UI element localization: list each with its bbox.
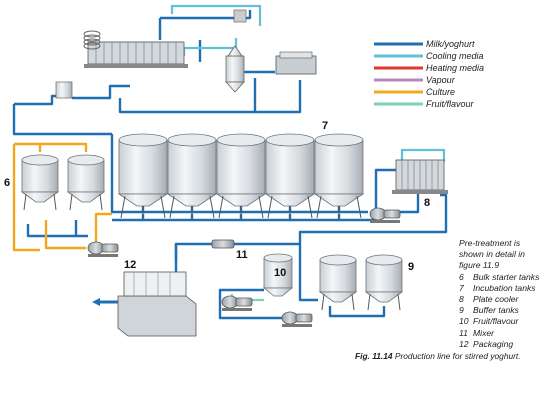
- mixer: [212, 240, 234, 248]
- note-intro-line-2: shown in detail in: [459, 249, 555, 260]
- equipment-key: Pre-treatment is shown in detail in figu…: [459, 238, 555, 350]
- key-number: 6: [459, 272, 473, 283]
- label-12: 12: [124, 259, 136, 271]
- key-label: Bulk starter tanks: [473, 272, 539, 282]
- label-6: 6: [4, 177, 10, 189]
- key-number: 8: [459, 294, 473, 305]
- legend: Milk/yoghurt Cooling media Heating media…: [374, 39, 484, 109]
- legend-label-cooling: Cooling media: [426, 51, 484, 61]
- packaging-machine: [92, 272, 196, 336]
- pre-treatment-section: [56, 10, 316, 98]
- key-number: 12: [459, 339, 473, 350]
- label-8: 8: [424, 197, 430, 209]
- legend-label-heating: Heating media: [426, 63, 484, 73]
- key-label: Fruit/flavour: [473, 316, 518, 326]
- note-intro-line-3: figure 11.9: [459, 260, 555, 271]
- note-intro-line-1: Pre-treatment is: [459, 238, 555, 249]
- key-item-6: 6Bulk starter tanks: [459, 272, 555, 283]
- label-10: 10: [274, 267, 286, 279]
- incubation-tanks: [119, 134, 363, 218]
- key-label: Mixer: [473, 328, 494, 338]
- key-number: 7: [459, 283, 473, 294]
- key-item-12: 12Packaging: [459, 339, 555, 350]
- figure-caption-text: Production line for stirred yoghurt.: [395, 351, 521, 361]
- label-7: 7: [322, 120, 328, 132]
- key-number: 11: [459, 328, 473, 339]
- key-label: Buffer tanks: [473, 305, 519, 315]
- key-label: Incubation tanks: [473, 283, 536, 293]
- figure-caption: Fig. 11.14 Production line for stirred y…: [355, 351, 555, 361]
- key-item-8: 8Plate cooler: [459, 294, 555, 305]
- figure-number: Fig. 11.14: [355, 351, 393, 361]
- label-11: 11: [236, 249, 248, 261]
- key-item-7: 7Incubation tanks: [459, 283, 555, 294]
- key-item-10: 10Fruit/flavour: [459, 316, 555, 327]
- legend-label-culture: Culture: [426, 87, 455, 97]
- legend-label-vapour: Vapour: [426, 75, 456, 85]
- plate-cooler: [392, 160, 448, 194]
- key-label: Plate cooler: [473, 294, 518, 304]
- label-9: 9: [408, 261, 414, 273]
- buffer-tanks: [320, 255, 402, 310]
- key-label: Packaging: [473, 339, 513, 349]
- key-number: 9: [459, 305, 473, 316]
- key-item-11: 11Mixer: [459, 328, 555, 339]
- legend-label-milk: Milk/yoghurt: [426, 39, 475, 49]
- key-number: 10: [459, 316, 473, 327]
- legend-label-fruit: Fruit/flavour: [426, 99, 475, 109]
- key-item-9: 9Buffer tanks: [459, 305, 555, 316]
- bulk-starter-tanks: [22, 155, 104, 210]
